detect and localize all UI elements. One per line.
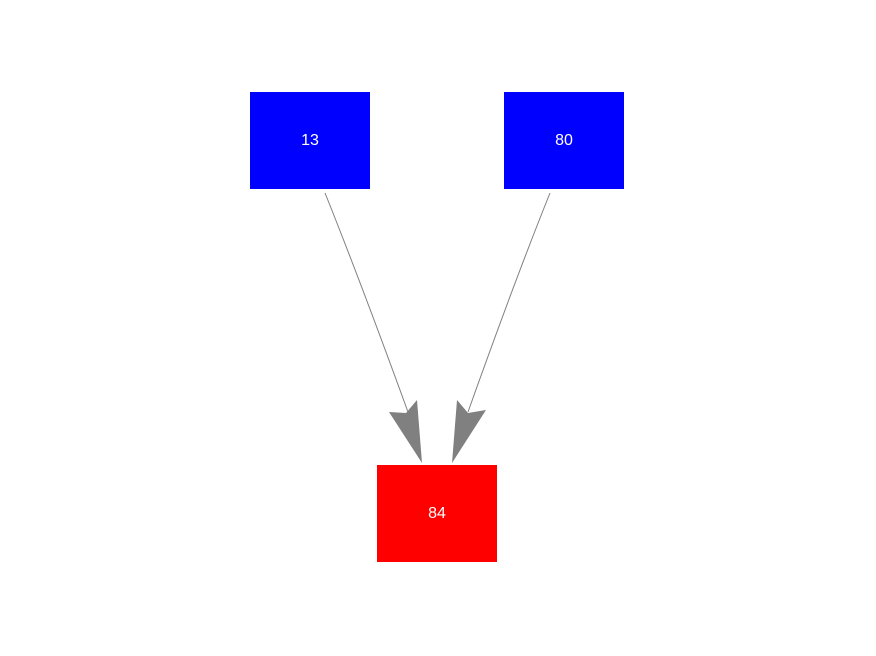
node-label: 13 (301, 131, 319, 149)
arrowhead-icon (389, 400, 422, 463)
arrowhead-icon (452, 400, 486, 463)
edge-line (467, 192, 551, 413)
node-label: 80 (555, 131, 573, 149)
node-84[interactable]: 84 (377, 465, 497, 562)
node-80[interactable]: 80 (504, 92, 624, 189)
edge-13-to-84 (324, 192, 422, 463)
node-13[interactable]: 13 (250, 92, 370, 189)
edge-line (324, 192, 409, 413)
edge-80-to-84 (452, 192, 551, 463)
node-label: 84 (428, 504, 446, 522)
